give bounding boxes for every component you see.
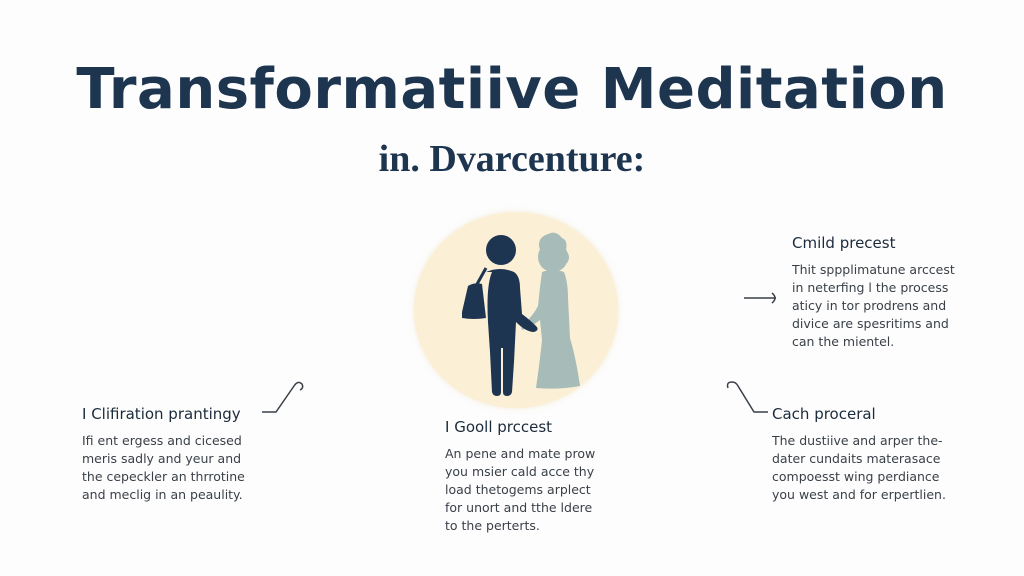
- section-bottom-right: Cach proceral The dustiive and arper the…: [772, 405, 946, 504]
- page-title: Transformatiive Meditation: [76, 57, 948, 122]
- section-center: I Gooll prccest An pene and mate prow yo…: [445, 418, 595, 535]
- arrow-right-icon: [744, 292, 776, 304]
- section-body: Thit sppplimatune arccest in neterfing l…: [792, 262, 955, 349]
- section-heading: Cach proceral: [772, 405, 876, 423]
- section-body: The dustiive and arper the- dater cundai…: [772, 433, 946, 502]
- section-heading: Cmild precest: [792, 234, 896, 252]
- section-left: I Clifiration prantingy Ifi ent ergess a…: [82, 405, 245, 504]
- curved-connector-icon: [262, 381, 304, 413]
- section-heading: I Clifiration prantingy: [82, 405, 241, 423]
- section-top-right: Cmild precest Thit sppplimatune arccest …: [792, 234, 955, 351]
- page-subtitle: in. Dvarcenture:: [378, 138, 646, 180]
- section-body: An pene and mate prow you msier cald acc…: [445, 446, 596, 533]
- section-heading: I Gooll prccest: [445, 418, 553, 436]
- curved-connector-icon: [726, 381, 768, 413]
- section-body: Ifi ent ergess and cicesed meris sadly a…: [82, 433, 245, 502]
- two-people-icon: [462, 232, 580, 396]
